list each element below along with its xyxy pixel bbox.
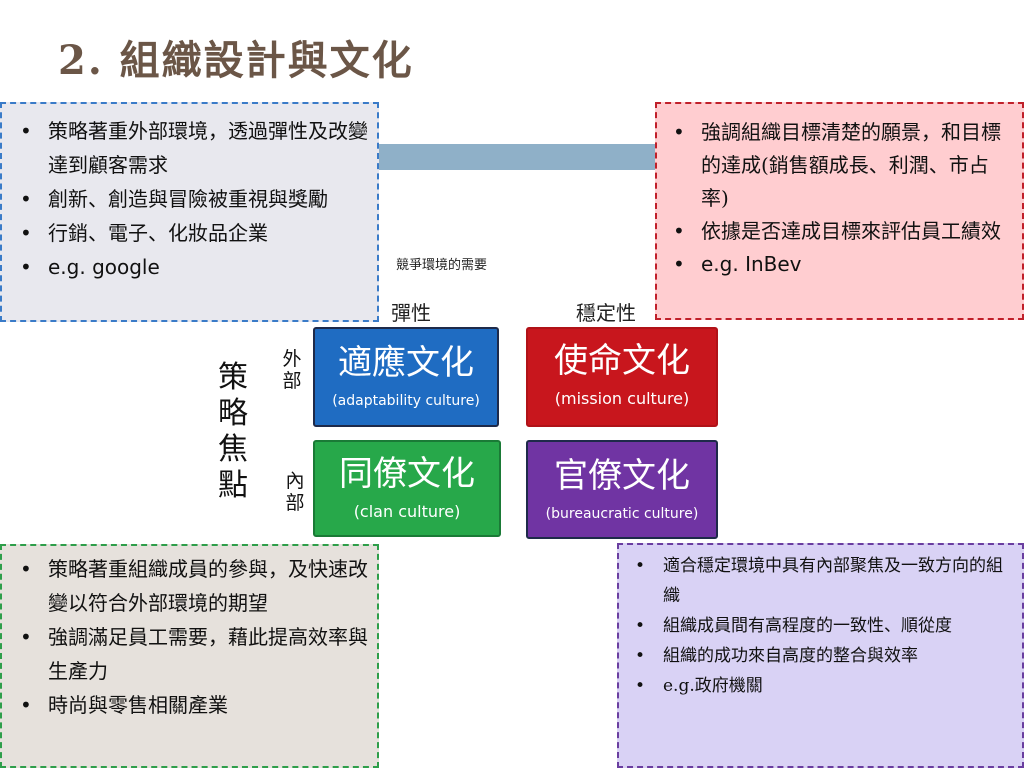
adaptability-culture-cell: 適應文化 (adaptability culture)	[313, 327, 499, 427]
list-item: e.g.政府機關	[625, 671, 1018, 701]
slide-title: 2. 組織設計與文化	[58, 37, 414, 84]
clan-description-box: 策略著重組織成員的參與，及快速改變以符合外部環境的期望 強調滿足員工需要，藉此提…	[0, 544, 379, 768]
cell-subtitle: (mission culture)	[554, 389, 690, 408]
bureaucratic-culture-cell: 官僚文化 (bureaucratic culture)	[526, 440, 718, 539]
cell-subtitle: (bureaucratic culture)	[545, 506, 699, 522]
column-label-flexible: 彈性	[391, 301, 431, 325]
cell-title: 使命文化	[554, 341, 690, 381]
list-item: 組織的成功來自高度的整合與效率	[625, 641, 1018, 671]
cell-subtitle: (clan culture)	[353, 502, 461, 521]
list-item: 策略著重外部環境，透過彈性及改變達到顧客需求	[10, 114, 371, 182]
cell-subtitle: (adaptability culture)	[332, 393, 480, 409]
row-label-external: 外部	[282, 348, 302, 392]
list-item: 時尚與零售相關產業	[10, 688, 371, 722]
list-item: 策略著重組織成員的參與，及快速改變以符合外部環境的期望	[10, 552, 371, 620]
list-item: 創新、創造與冒險被重視與獎勵	[10, 182, 371, 216]
list-item: 組織成員間有高程度的一致性、順從度	[625, 611, 1018, 641]
column-label-stable: 穩定性	[576, 301, 636, 325]
environment-label: 競爭環境的需要	[396, 258, 488, 273]
cell-title: 適應文化	[338, 343, 474, 383]
mission-culture-cell: 使命文化 (mission culture)	[526, 327, 718, 427]
list-item: 依據是否達成目標來評估員工績效	[663, 215, 1016, 248]
list-item: 行銷、電子、化妝品企業	[10, 216, 371, 250]
list-item: 適合穩定環境中具有內部聚焦及一致方向的組織	[625, 551, 1018, 611]
list-item: 強調滿足員工需要，藉此提高效率與生產力	[10, 620, 371, 688]
adaptability-description-box: 策略著重外部環境，透過彈性及改變達到顧客需求 創新、創造與冒險被重視與獎勵 行銷…	[0, 102, 379, 322]
cell-title: 同僚文化	[339, 454, 475, 494]
list-item: e.g. InBev	[663, 248, 1016, 281]
clan-culture-cell: 同僚文化 (clan culture)	[313, 440, 501, 537]
row-axis-label: 策略焦點	[218, 360, 248, 503]
connector-bar	[332, 144, 664, 170]
list-item: e.g. google	[10, 250, 371, 284]
row-label-internal: 內部	[285, 470, 305, 514]
list-item: 強調組織目標清楚的願景，和目標的達成(銷售額成長、利潤、市占率)	[663, 116, 1016, 215]
mission-description-box: 強調組織目標清楚的願景，和目標的達成(銷售額成長、利潤、市占率) 依據是否達成目…	[655, 102, 1024, 320]
bureaucratic-description-box: 適合穩定環境中具有內部聚焦及一致方向的組織 組織成員間有高程度的一致性、順從度 …	[617, 543, 1024, 768]
cell-title: 官僚文化	[554, 456, 690, 496]
